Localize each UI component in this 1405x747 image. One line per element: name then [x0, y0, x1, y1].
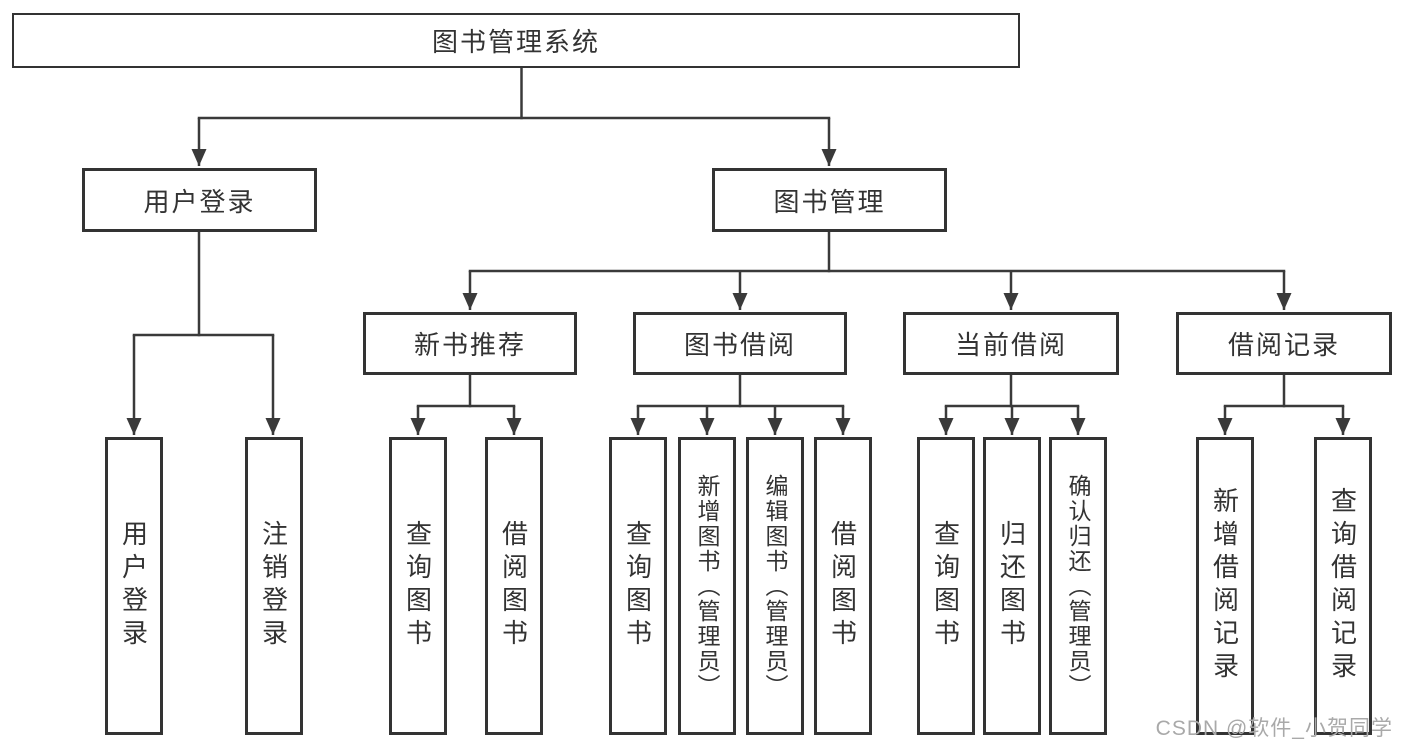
node-book-borrowing-label: 图书借阅 [683, 330, 796, 360]
leaf-logout-label: 注销登录 [258, 520, 289, 652]
leaf-cb-query-books: 查询图书 [917, 437, 975, 735]
leaf-cb-query-books-label: 查询图书 [930, 520, 961, 652]
leaf-bb-add-books-admin: 新增图书（管理员） [678, 437, 736, 735]
plain-wires [132, 66, 1345, 408]
arrow-wires [126, 118, 1351, 435]
leaf-bb-borrow-books-label: 借阅图书 [827, 520, 858, 652]
leaf-br-query-record-label: 查询借阅记录 [1327, 487, 1358, 685]
node-library-management-system-label: 图书管理系统 [431, 27, 600, 57]
leaf-br-add-record-label: 新增借阅记录 [1209, 487, 1240, 685]
leaf-nbr-borrow-books: 借阅图书 [485, 437, 543, 735]
leaf-user-login: 用户登录 [105, 437, 163, 735]
leaf-bb-add-books-admin-label: 新增图书（管理员） [694, 473, 720, 699]
node-current-borrowing-label: 当前借阅 [954, 330, 1067, 360]
leaf-br-add-record: 新增借阅记录 [1196, 437, 1254, 735]
node-borrowing-records-label: 借阅记录 [1227, 330, 1340, 360]
leaf-bb-edit-books-admin: 编辑图书（管理员） [746, 437, 804, 735]
leaf-bb-borrow-books: 借阅图书 [814, 437, 872, 735]
node-user-login: 用户登录 [82, 168, 317, 232]
leaf-br-query-record: 查询借阅记录 [1314, 437, 1372, 735]
node-new-book-recommend: 新书推荐 [363, 312, 577, 375]
leaf-logout: 注销登录 [245, 437, 303, 735]
leaf-cb-confirm-return-admin-label: 确认归还（管理员） [1065, 473, 1091, 699]
node-user-login-label: 用户登录 [143, 186, 256, 217]
leaf-bb-edit-books-admin-label: 编辑图书（管理员） [762, 473, 788, 699]
csdn-watermark: CSDN @软件_小贺同学 [1155, 717, 1393, 740]
leaf-cb-return-books: 归还图书 [983, 437, 1041, 735]
node-book-management-label: 图书管理 [773, 186, 886, 217]
leaf-user-login-label: 用户登录 [118, 520, 149, 652]
leaf-cb-return-books-label: 归还图书 [996, 520, 1027, 652]
node-current-borrowing: 当前借阅 [903, 312, 1119, 375]
leaf-nbr-query-books: 查询图书 [389, 437, 447, 735]
leaf-nbr-query-books-label: 查询图书 [402, 520, 433, 652]
node-book-borrowing: 图书借阅 [633, 312, 847, 375]
leaf-bb-query-books: 查询图书 [609, 437, 667, 735]
leaf-cb-confirm-return-admin: 确认归还（管理员） [1049, 437, 1107, 735]
leaf-bb-query-books-label: 查询图书 [622, 520, 653, 652]
node-new-book-recommend-label: 新书推荐 [413, 330, 526, 360]
leaf-nbr-borrow-books-label: 借阅图书 [498, 520, 529, 652]
node-borrowing-records: 借阅记录 [1176, 312, 1392, 375]
node-library-management-system: 图书管理系统 [12, 13, 1020, 68]
node-book-management: 图书管理 [712, 168, 947, 232]
